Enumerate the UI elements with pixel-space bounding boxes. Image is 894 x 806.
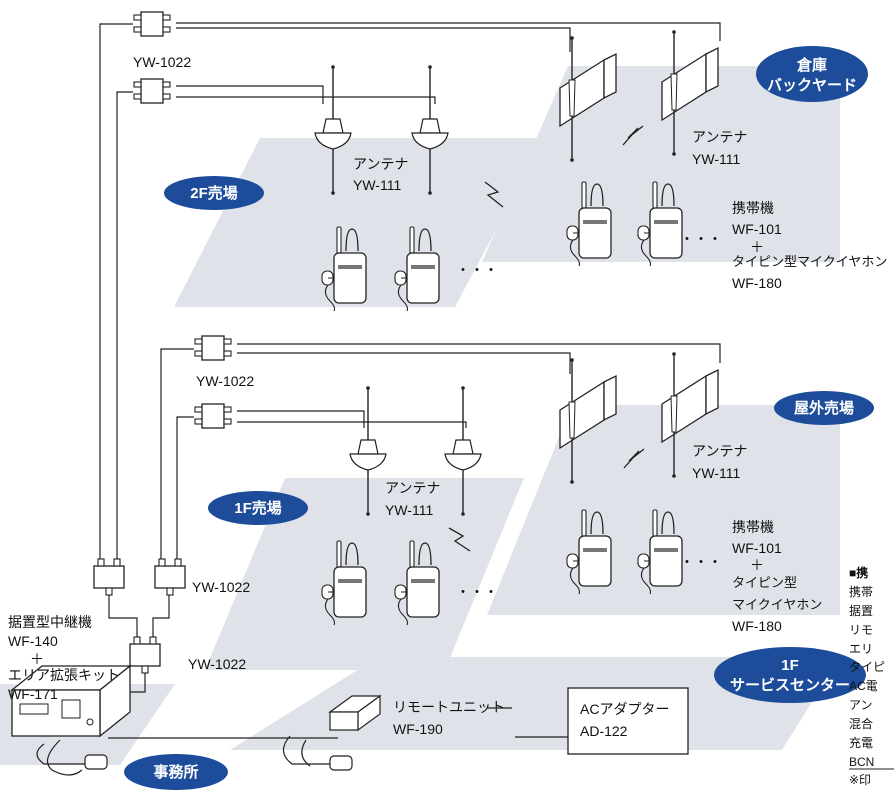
svg-text:■携: ■携 (849, 565, 868, 580)
svg-text:リモ: リモ (849, 623, 873, 637)
floor-area-2f (174, 138, 545, 307)
svg-text:※印: ※印 (849, 773, 871, 787)
ellipsis: ・・・ (680, 554, 722, 570)
antenna-label: アンテナ (692, 129, 747, 145)
svg-text:BCN: BCN (849, 755, 874, 769)
legend-list: ■携 携帯 据置 リモ エリ タイピ AC電 アン 混合 充電 BCN ※印 (849, 565, 894, 787)
earphone-label: タイピン型マイクイヤホン (732, 254, 887, 269)
remote-model: WF-190 (393, 721, 443, 737)
antenna-model: YW-111 (692, 465, 740, 481)
antenna-model: YW-111 (692, 151, 740, 167)
svg-text:2F売場: 2F売場 (190, 184, 238, 202)
handset-model: WF-101 (732, 221, 782, 237)
svg-text:充電: 充電 (849, 735, 873, 750)
repeater-model: WF-140 (8, 633, 58, 649)
plus-sign: ＋ (750, 239, 764, 255)
handset-label: 携帯機 (732, 200, 774, 216)
zone-badge-warehouse: 倉庫 バックヤード (756, 46, 868, 102)
svg-text:1F売場: 1F売場 (234, 499, 282, 517)
earphone-label: マイクイヤホン (732, 597, 822, 612)
zone-badge-office: 事務所 (124, 754, 228, 790)
zone-badge-service: 1F サービスセンター (714, 647, 866, 703)
svg-text:1F: 1F (781, 657, 799, 674)
earphone-model: WF-180 (732, 275, 782, 291)
svg-text:倉庫: 倉庫 (796, 56, 827, 74)
handset-label: 携帯機 (732, 519, 774, 535)
svg-text:屋外売場: 屋外売場 (794, 399, 854, 417)
splitter-label: YW-1022 (196, 373, 254, 389)
svg-text:据置: 据置 (849, 604, 873, 618)
adapter-model: AD-122 (580, 723, 628, 739)
plus-sign: ＋ (750, 557, 764, 573)
ellipsis: ・・・ (456, 584, 498, 600)
zone-badge-2f: 2F売場 (164, 176, 264, 210)
ellipsis: ・・・ (680, 231, 722, 247)
splitter-label: YW-1022 (133, 54, 191, 70)
zone-badge-outdoor: 屋外売場 (774, 391, 874, 425)
svg-text:事務所: 事務所 (153, 763, 198, 781)
splitter-label: YW-1022 (192, 579, 250, 595)
ellipsis: ・・・ (456, 262, 498, 278)
ext-kit-model: WF-171 (8, 686, 58, 702)
svg-text:携帯: 携帯 (849, 584, 873, 599)
cable-network (99, 22, 721, 739)
plus-sign: ＋ (30, 651, 44, 667)
earphone-model: WF-180 (732, 618, 782, 634)
repeater-unit (10, 664, 132, 776)
svg-text:混合: 混合 (849, 716, 873, 731)
antenna-model: YW-111 (353, 177, 401, 193)
antenna-label: アンテナ (353, 156, 408, 172)
remote-label: リモートユニット (393, 699, 505, 715)
antenna-label: アンテナ (385, 480, 440, 496)
svg-text:AC電: AC電 (849, 679, 878, 693)
adapter-label: ACアダプター (580, 701, 669, 717)
ac-adapter-box (567, 687, 689, 755)
antenna-label: アンテナ (692, 443, 747, 459)
svg-text:バックヤード: バックヤード (767, 77, 857, 94)
splitter-label: YW-1022 (188, 656, 246, 672)
handset-model: WF-101 (732, 540, 782, 556)
svg-text:タイピ: タイピ (849, 660, 885, 674)
svg-text:エリ: エリ (849, 642, 873, 656)
remote-unit (282, 694, 382, 771)
ext-kit-label: エリア拡張キット (8, 667, 120, 683)
zone-badge-1f: 1F売場 (208, 491, 308, 525)
svg-text:サービスセンター: サービスセンター (730, 677, 850, 694)
earphone-label: タイピン型 (732, 575, 797, 590)
repeater-label: 据置型中継機 (8, 614, 92, 630)
antenna-model: YW-111 (385, 502, 433, 518)
svg-text:アン: アン (849, 698, 873, 712)
